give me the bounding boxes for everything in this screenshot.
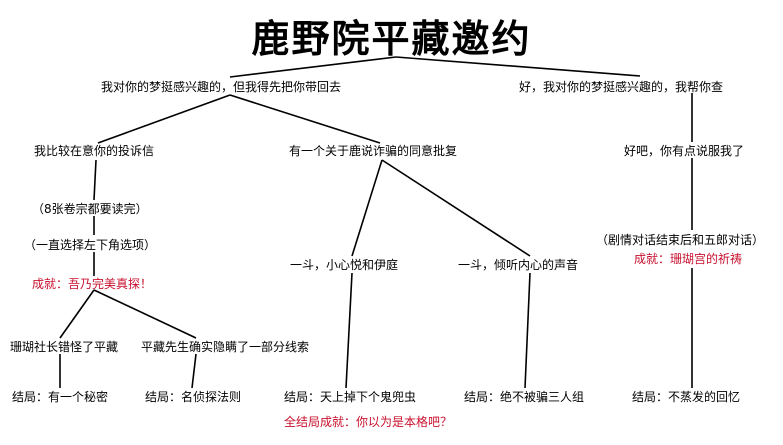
option-top-right: 好，我对你的梦挺感兴趣的，我帮你查 [519,80,724,94]
edge-title-right [395,56,641,77]
option-dou-listen: 一斗，倾听内心的声音 [458,258,579,272]
note-choose-bottom-left: （一直选择左下角选项） [24,238,157,252]
option-top-left: 我对你的梦挺感兴趣的，但我得先把你带回去 [101,80,342,94]
edge-yihe-ghost [345,272,353,389]
edge-heizou-rules [191,353,197,389]
edge-detective-coral [59,289,95,339]
achievement-detective: 成就：吾乃完美真探！ [32,277,153,291]
note-after-dialogue: （剧情对话结束后和五郎对话） [596,233,765,247]
edge-detective-heizou [93,289,197,339]
ending-ghost: 结局：天上掉下个鬼兜虫 [284,390,417,404]
ending-rules: 结局：名侦探法则 [145,390,242,404]
edge-listen-trio [524,272,531,389]
edge-left-compare [97,94,231,144]
option-approval: 有一个关于鹿说诈骗的同意批复 [289,144,458,158]
edge-left-approval [229,94,381,144]
option-fine: 好吧，你有点说服我了 [624,144,745,158]
achievement-all-endings: 全结局成就：你以为是本格吧？ [284,415,453,429]
ending-trio: 结局：绝不被骗三人组 [464,390,585,404]
option-compare: 我比较在意你的投诉信 [34,144,155,158]
option-heizou-hid: 平藏先生确实隐瞒了一部分线索 [141,340,310,354]
edge-title-left [229,56,397,78]
edge-compare-read [93,159,97,201]
edge-approval-yihe [351,159,383,257]
achievement-prayer: 成就：珊瑚宫的祈祷 [634,252,743,266]
ending-secret: 结局：有一个秘密 [12,390,109,404]
option-coral-chief: 珊瑚社长错怪了平藏 [10,340,119,354]
option-dou-yihe: 一斗，小心悦和伊庭 [290,258,399,272]
diagram-title: 鹿野院平藏邀约 [251,17,532,61]
note-read-all: （8张卷宗都要读完） [32,202,148,216]
edge-approval-listen [381,159,531,257]
ending-memory: 结局：不蒸发的回忆 [632,390,741,404]
